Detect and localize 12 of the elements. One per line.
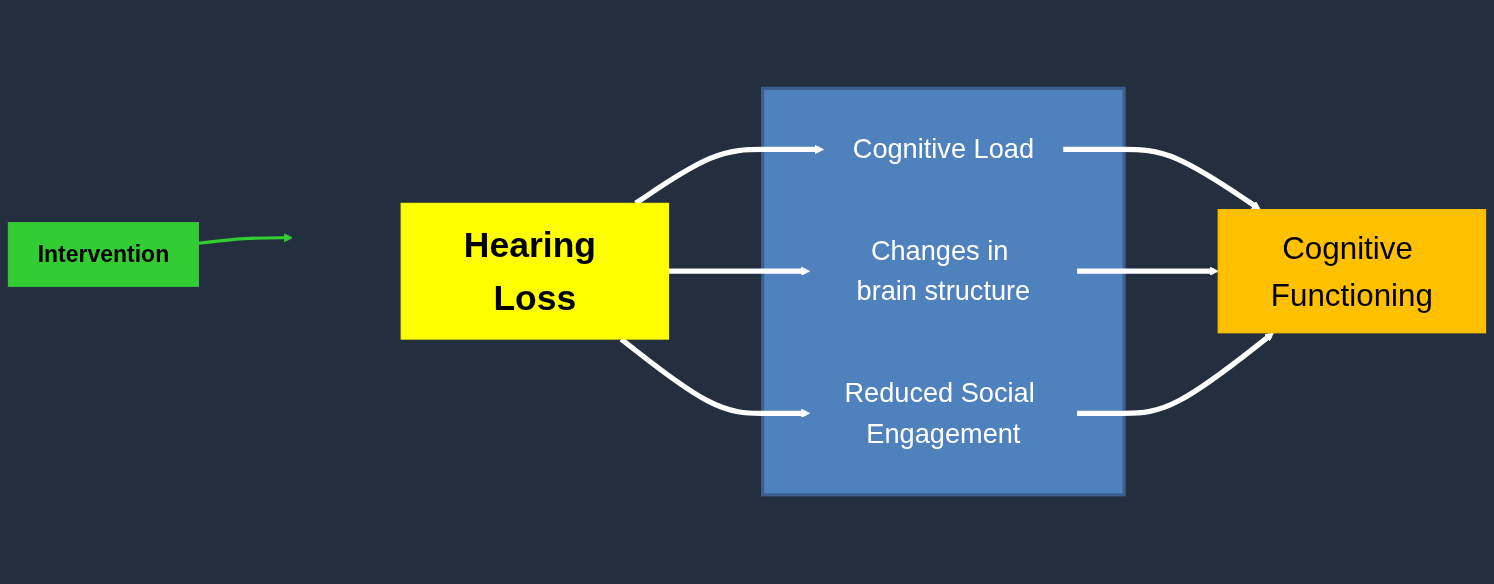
node-text: Reduced Social Engagement bbox=[844, 377, 1035, 450]
arrow bbox=[198, 233, 293, 246]
arrow bbox=[1063, 147, 1261, 211]
arrow bbox=[668, 267, 811, 277]
node-text: Changes in brain structure bbox=[856, 235, 1031, 308]
node-box: Cognitive Functioning bbox=[1217, 209, 1487, 334]
node-box: Intervention bbox=[7, 222, 199, 288]
node-box: Hearing Loss bbox=[400, 203, 670, 341]
arrow bbox=[1077, 267, 1219, 277]
arrow bbox=[1077, 332, 1274, 417]
node-text: Cognitive Load bbox=[852, 133, 1034, 166]
cluster bbox=[761, 87, 1126, 497]
